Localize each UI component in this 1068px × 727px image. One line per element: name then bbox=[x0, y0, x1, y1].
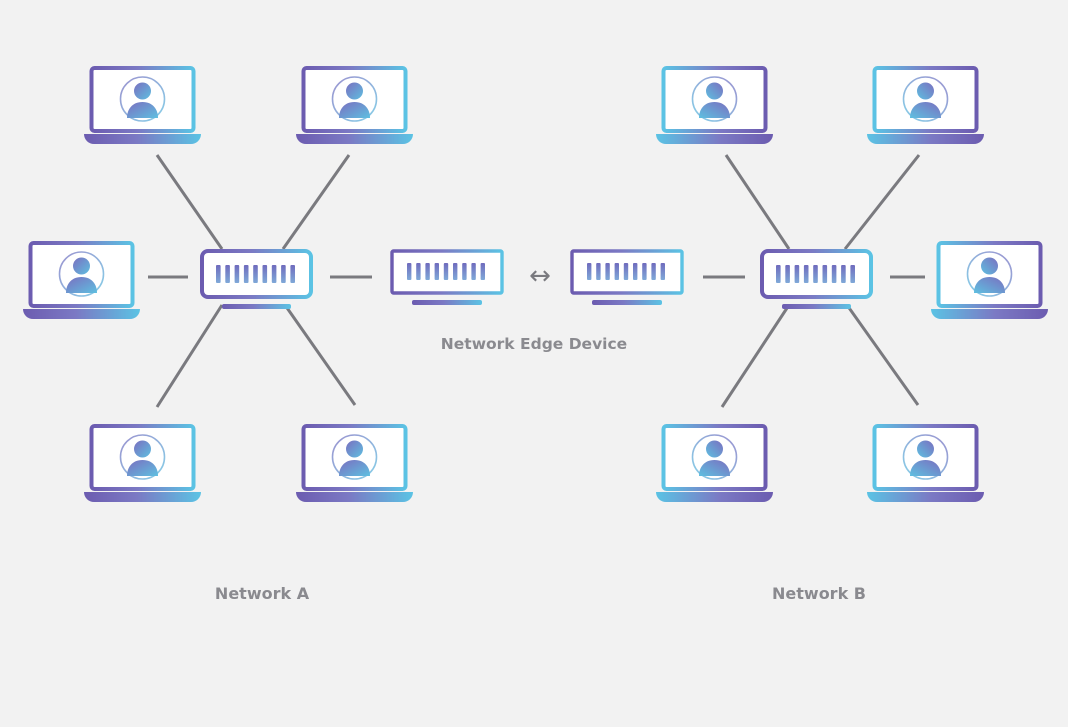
link-b-switch-to-top-right bbox=[843, 154, 921, 250]
network-a-label: Network A bbox=[215, 584, 310, 603]
link-a-switch-to-bottom-right bbox=[283, 304, 357, 406]
network-b-client-bottom-right[interactable] bbox=[866, 424, 985, 504]
link-a-switch-to-top-right bbox=[281, 154, 351, 250]
network-b-client-top-left[interactable] bbox=[655, 66, 774, 146]
link-b-switch-to-bottom-right bbox=[845, 304, 920, 406]
network-b-client-top-right[interactable] bbox=[866, 66, 985, 146]
network-a-client-left[interactable] bbox=[22, 241, 141, 321]
connector-lines bbox=[148, 154, 925, 408]
edge-device-label: Network Edge Device bbox=[441, 335, 627, 353]
network-a-client-bottom-right[interactable] bbox=[295, 424, 414, 504]
link-b-switch-to-top-left bbox=[724, 154, 791, 250]
network-a-client-top-right[interactable] bbox=[295, 66, 414, 146]
network-b-label: Network B bbox=[772, 584, 866, 603]
network-a-client-bottom-left[interactable] bbox=[83, 424, 202, 504]
link-a-switch-to-top-left bbox=[155, 154, 224, 250]
network-b-client-right[interactable] bbox=[930, 241, 1049, 321]
link-a-switch-to-bottom-left bbox=[155, 304, 224, 408]
link-b-switch-to-bottom-left bbox=[720, 304, 791, 408]
network-b-client-bottom-left[interactable] bbox=[655, 424, 774, 504]
network-a-client-top-left[interactable] bbox=[83, 66, 202, 146]
bidirectional-link-arrow: ↔ bbox=[529, 261, 551, 291]
